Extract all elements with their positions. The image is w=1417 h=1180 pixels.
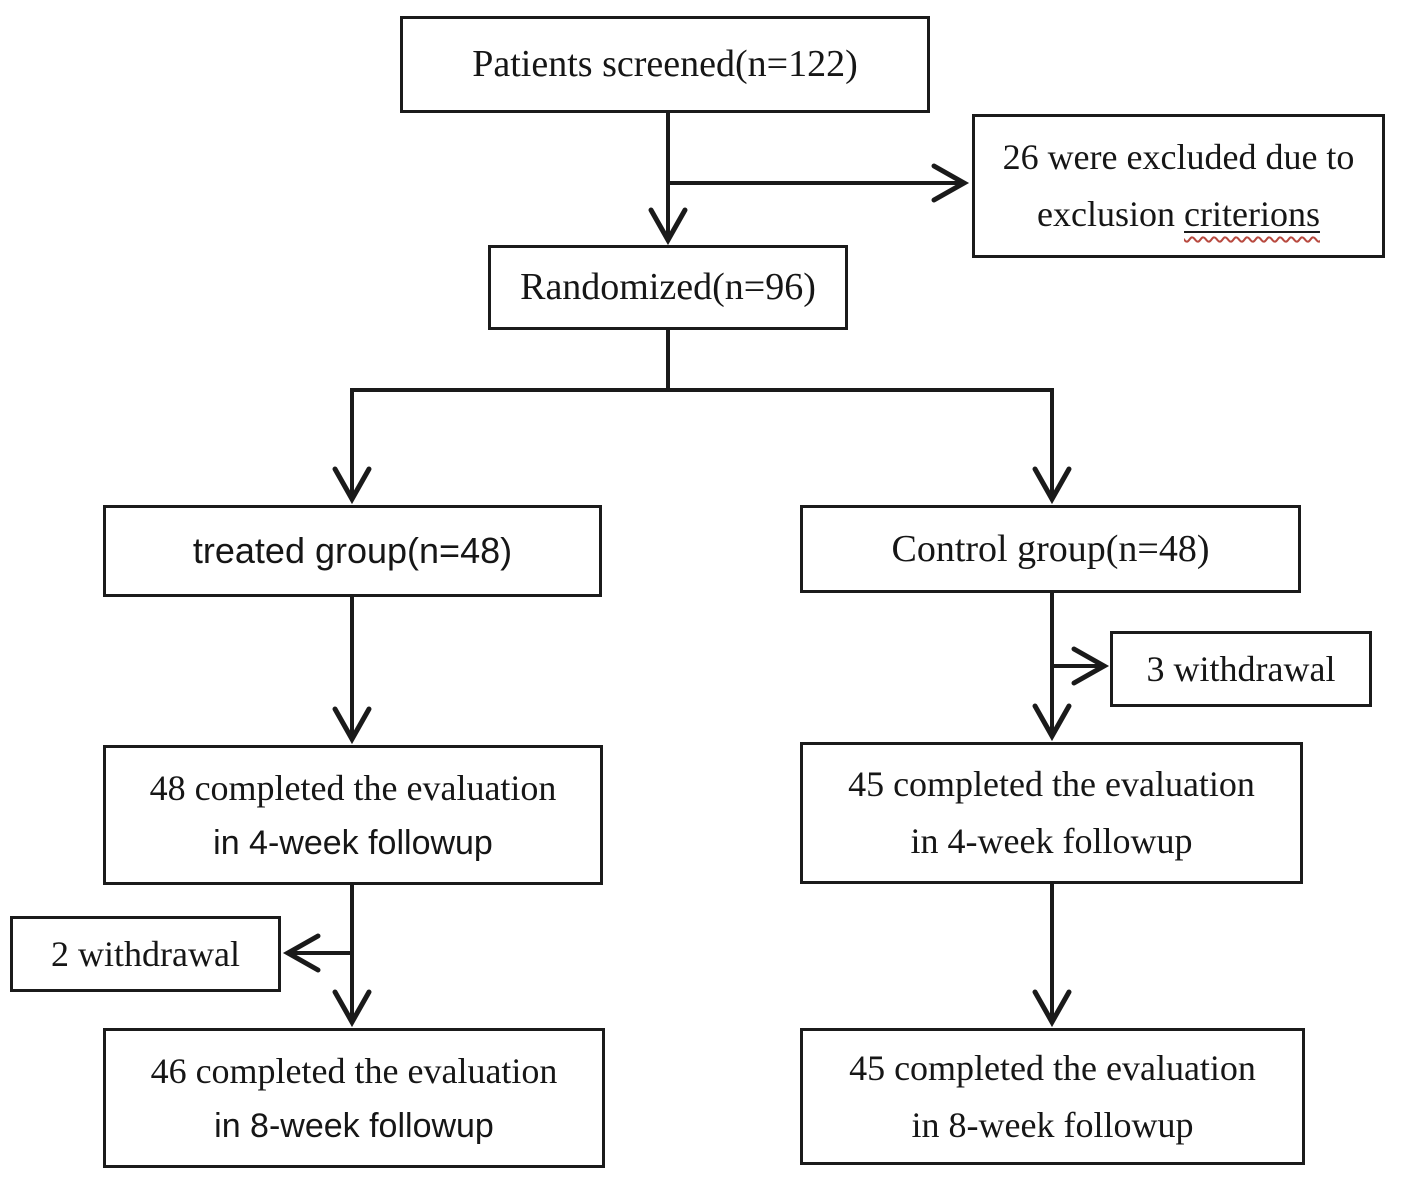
node-label: treated group(n=48) (192, 529, 513, 571)
node-label-line1: 45 completed the evaluation (849, 1047, 1256, 1088)
misspelled-word: criterions (1184, 194, 1320, 234)
node-control-4week: 45 completed the evaluation in 4-week fo… (800, 742, 1303, 884)
node-label-line1: 45 completed the evaluation (848, 764, 1255, 805)
node-label: Randomized(n=96) (520, 266, 816, 309)
node-patients-screened: Patients screened(n=122) (400, 16, 930, 113)
node-label-line2: in 8-week followup (911, 1104, 1194, 1145)
node-label-line2: in 4-week followup (213, 823, 493, 862)
node-label-line1: 46 completed the evaluation (150, 1050, 558, 1091)
node-label: Patients screened(n=122) (472, 43, 858, 86)
node-treated-group: treated group(n=48) (103, 505, 602, 597)
node-control-8week: 45 completed the evaluation in 8-week fo… (800, 1028, 1305, 1165)
node-treated-4week: 48 completed the evaluation in 4-week fo… (103, 745, 603, 885)
node-control-group: Control group(n=48) (800, 505, 1301, 593)
node-label-line2: exclusion criterions (1037, 186, 1320, 243)
node-label-line2: in 4-week followup (910, 821, 1193, 861)
node-label-line2: in 8-week followup (214, 1106, 494, 1145)
node-label: Control group(n=48) (891, 527, 1210, 570)
node-label-line1: 26 were excluded due to (1002, 137, 1355, 178)
node-excluded: 26 were excluded due to exclusion criter… (972, 114, 1385, 258)
node-treated-withdrawal: 2 withdrawal (10, 916, 281, 992)
node-randomized: Randomized(n=96) (488, 245, 848, 330)
node-label-line1: 48 completed the evaluation (149, 767, 557, 808)
node-label: 2 withdrawal (51, 933, 240, 974)
node-label: 3 withdrawal (1146, 648, 1336, 689)
excluded-line2-prefix: exclusion (1037, 194, 1176, 234)
node-treated-8week: 46 completed the evaluation in 8-week fo… (103, 1028, 605, 1168)
misspelled-word-underline: criterions (1184, 194, 1320, 234)
node-control-withdrawal: 3 withdrawal (1110, 631, 1372, 707)
